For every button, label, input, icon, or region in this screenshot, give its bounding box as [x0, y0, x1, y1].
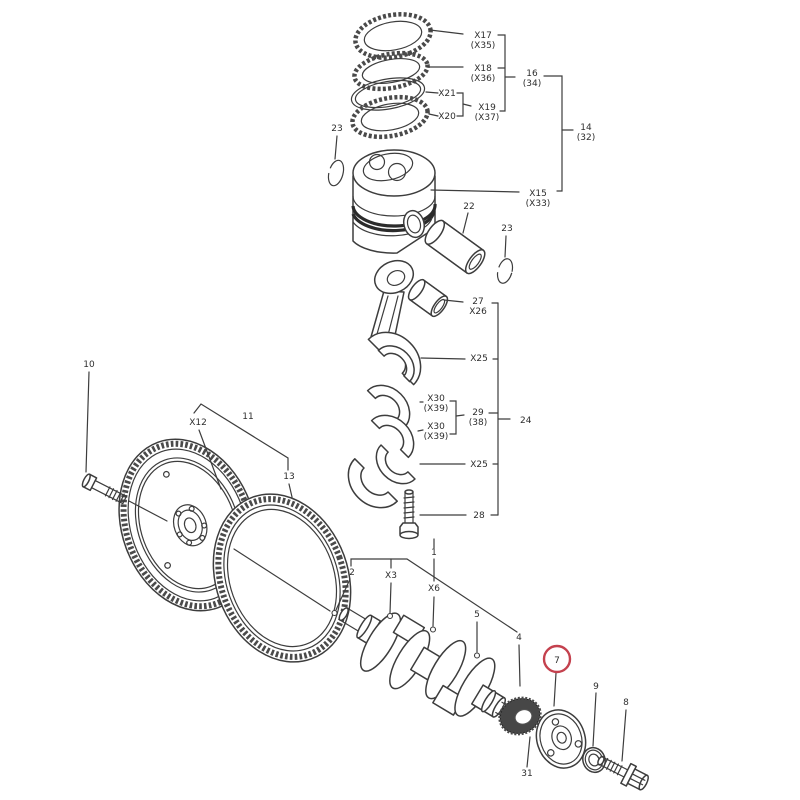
callout-x39-1: (X39) [424, 404, 449, 414]
callout-x25-lower: X25 [470, 460, 488, 470]
oil-ring-expander [350, 77, 426, 111]
callout-23-right: 23 [501, 224, 512, 234]
callout-x37: (X37) [475, 113, 500, 123]
ring-gear [212, 493, 352, 663]
callout-34: (34) [523, 79, 541, 89]
callout-x25-upper: X25 [470, 354, 488, 364]
rod-cap [347, 458, 398, 509]
callout-x15: X15 [529, 189, 547, 199]
callout-labels: X17 (X35) X18 (X36) X21 X20 X19 (X37) 16… [83, 31, 629, 779]
callout-28: 28 [473, 511, 485, 521]
callout-x18: X18 [474, 64, 492, 74]
piston-ring-second [352, 50, 430, 92]
piston [351, 149, 437, 254]
callout-10: 10 [83, 360, 95, 370]
callout-x20: X20 [438, 112, 456, 122]
oil-ring [350, 94, 430, 140]
callout-x26: X26 [469, 307, 487, 317]
callout-16: 16 [526, 69, 538, 79]
callout-x36: (X36) [471, 74, 496, 84]
callout-31: 31 [521, 769, 532, 779]
callout-24: 24 [520, 416, 532, 426]
callout-5: 5 [474, 610, 480, 620]
callout-9: 9 [593, 682, 599, 692]
connecting-rod [367, 259, 422, 386]
callout-x3: X3 [385, 571, 397, 581]
main-bearing-shell-2 [370, 414, 415, 459]
callout-x21: X21 [438, 89, 456, 99]
callout-22: 22 [463, 202, 474, 212]
highlight-circle [542, 644, 572, 674]
rod-bushing [407, 278, 449, 318]
callout-7: 7 [554, 656, 560, 666]
crankshaft [338, 607, 512, 719]
callout-x6: X6 [428, 584, 440, 594]
callout-x30-1: X30 [427, 394, 445, 404]
callout-1: 1 [431, 548, 437, 558]
callout-x33: (X33) [526, 199, 551, 209]
rod-bearing-shell-lower [375, 444, 416, 485]
callout-14: 14 [580, 123, 592, 133]
leader-lines [85, 29, 627, 768]
callout-23-left: 23 [331, 124, 342, 134]
callout-38: (38) [469, 418, 487, 428]
washer [582, 746, 606, 774]
callout-x19: X19 [478, 103, 496, 113]
callout-x35: (X35) [471, 41, 496, 51]
snap-ring-left [327, 159, 345, 187]
flywheel-bolt [81, 473, 168, 522]
callout-27: 27 [472, 297, 483, 307]
callout-4: 4 [516, 633, 522, 643]
callout-13: 13 [283, 472, 294, 482]
piston-ring-top [353, 12, 433, 60]
callout-11: 11 [242, 412, 253, 422]
callout-x17: X17 [474, 31, 492, 41]
main-bearing-shell-1 [366, 384, 411, 429]
callout-x12: X12 [189, 418, 207, 428]
rod-bolt [399, 489, 419, 540]
callout-x30-2: X30 [427, 422, 445, 432]
piston-pin [424, 219, 486, 275]
crankshaft-gear [498, 696, 542, 736]
pulley-bolt [597, 755, 649, 791]
snap-ring-right [496, 258, 514, 284]
callout-32: (32) [577, 133, 595, 143]
callout-8: 8 [623, 698, 629, 708]
callout-2: 2 [349, 568, 355, 578]
callout-x39-2: (X39) [424, 432, 449, 442]
pulley-hub [535, 709, 587, 769]
assembly-axis-line [233, 548, 331, 612]
highlight-part-7: 7 [542, 644, 572, 674]
callout-29: 29 [472, 408, 484, 418]
